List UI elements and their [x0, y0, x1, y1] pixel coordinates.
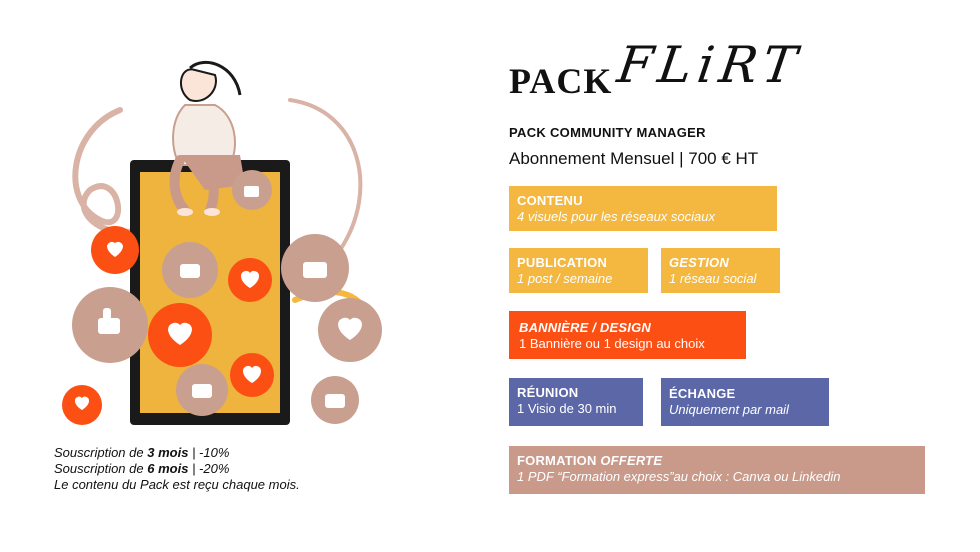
box-description: 1 Visio de 30 min: [517, 401, 617, 416]
box-title: PUBLICATION: [517, 255, 608, 270]
note-bold: 6 mois: [147, 461, 189, 476]
pricing-text: Abonnement Mensuel | 700 € HT: [509, 149, 759, 168]
bubbles: [62, 170, 382, 425]
box-description: Uniquement par mail: [669, 402, 789, 417]
note-line: Souscription de 3 mois | -10%: [54, 445, 300, 461]
box-title: BANNIÈRE / DESIGN: [519, 320, 651, 335]
arc-decoration: [288, 98, 363, 252]
box-description: 4 visuels pour les réseaux sociaux: [517, 209, 715, 224]
person-icon: [169, 60, 245, 216]
gestion-box: GESTION 1 réseau social: [661, 248, 780, 293]
note-text: | -10%: [192, 445, 230, 460]
note-text: | -20%: [192, 461, 230, 476]
formation-box: FORMATION OFFERTE 1 PDF “Formation expre…: [509, 446, 925, 494]
note-line: Souscription de 6 mois | -20%: [54, 461, 300, 477]
note-text: Souscription de: [54, 445, 144, 460]
subscription-notes: Souscription de 3 mois | -10% Souscripti…: [54, 445, 300, 493]
page-title: PACK: [509, 61, 613, 101]
note-line: Le contenu du Pack est reçu chaque mois.: [54, 477, 300, 492]
note-text: Souscription de: [54, 461, 144, 476]
box-title-emphasis: OFFERTE: [600, 453, 663, 468]
box-title: ÉCHANGE: [669, 386, 736, 401]
contenu-box: CONTENU 4 visuels pour les réseaux socia…: [509, 186, 777, 231]
box-description: 1 post / semaine: [517, 271, 613, 286]
pack-subtitle: PACK COMMUNITY MANAGER: [509, 125, 706, 140]
box-title-prefix: FORMATION: [517, 453, 597, 468]
box-description: 1 Bannière ou 1 design au choix: [519, 336, 705, 351]
box-title: FORMATION OFFERTE: [517, 453, 917, 469]
swirl-decoration: [72, 107, 143, 235]
reunion-box: RÉUNION 1 Visio de 30 min: [509, 378, 643, 426]
publication-box: PUBLICATION 1 post / semaine: [509, 248, 648, 293]
note-bold: 3 mois: [147, 445, 189, 460]
box-title: CONTENU: [517, 193, 583, 208]
box-title: RÉUNION: [517, 385, 579, 400]
phone-social-illustration: [62, 60, 382, 425]
banniere-box: BANNIÈRE / DESIGN 1 Bannière ou 1 design…: [509, 311, 746, 359]
box-description: 1 réseau social: [669, 271, 757, 286]
echange-box: ÉCHANGE Uniquement par mail: [661, 378, 829, 426]
box-description: 1 PDF “Formation express”au choix : Canv…: [517, 469, 841, 484]
page-title-script: FLiRT: [613, 36, 807, 94]
box-title: GESTION: [669, 255, 729, 270]
